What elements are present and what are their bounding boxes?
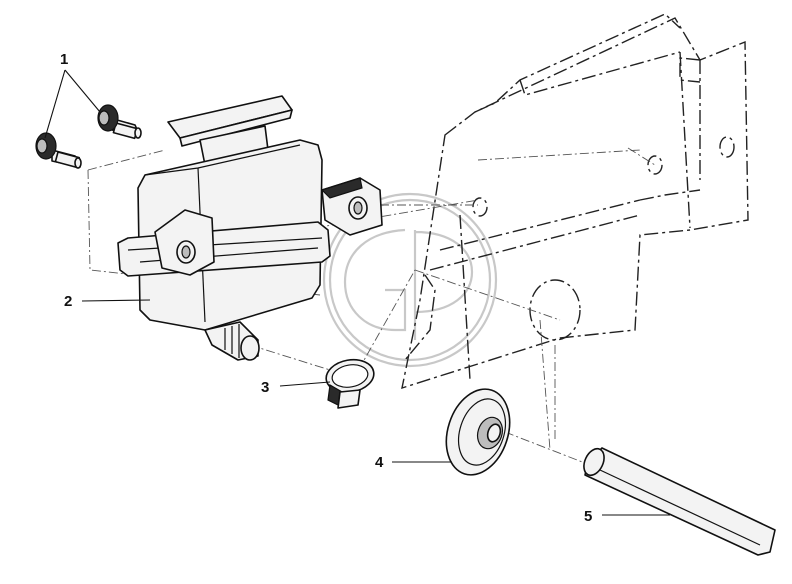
callout-1: 1 (60, 51, 68, 68)
body-panel-outline (401, 13, 749, 390)
part-4-grommet (445, 388, 511, 476)
part-3-hose-clamp (325, 358, 375, 409)
part-2-reservoir-tank (117, 95, 383, 361)
part-1-bolts (35, 104, 142, 169)
callout-5: 5 (584, 508, 592, 525)
bolt-upper (97, 104, 142, 140)
gp-logo-watermark-icon (322, 192, 498, 368)
callout-4: 4 (375, 454, 384, 471)
part-5-hose (583, 447, 776, 556)
callout-2: 2 (64, 293, 72, 310)
bolt-lower (35, 132, 82, 169)
leader-lines (44, 69, 670, 516)
callout-3: 3 (261, 379, 269, 396)
